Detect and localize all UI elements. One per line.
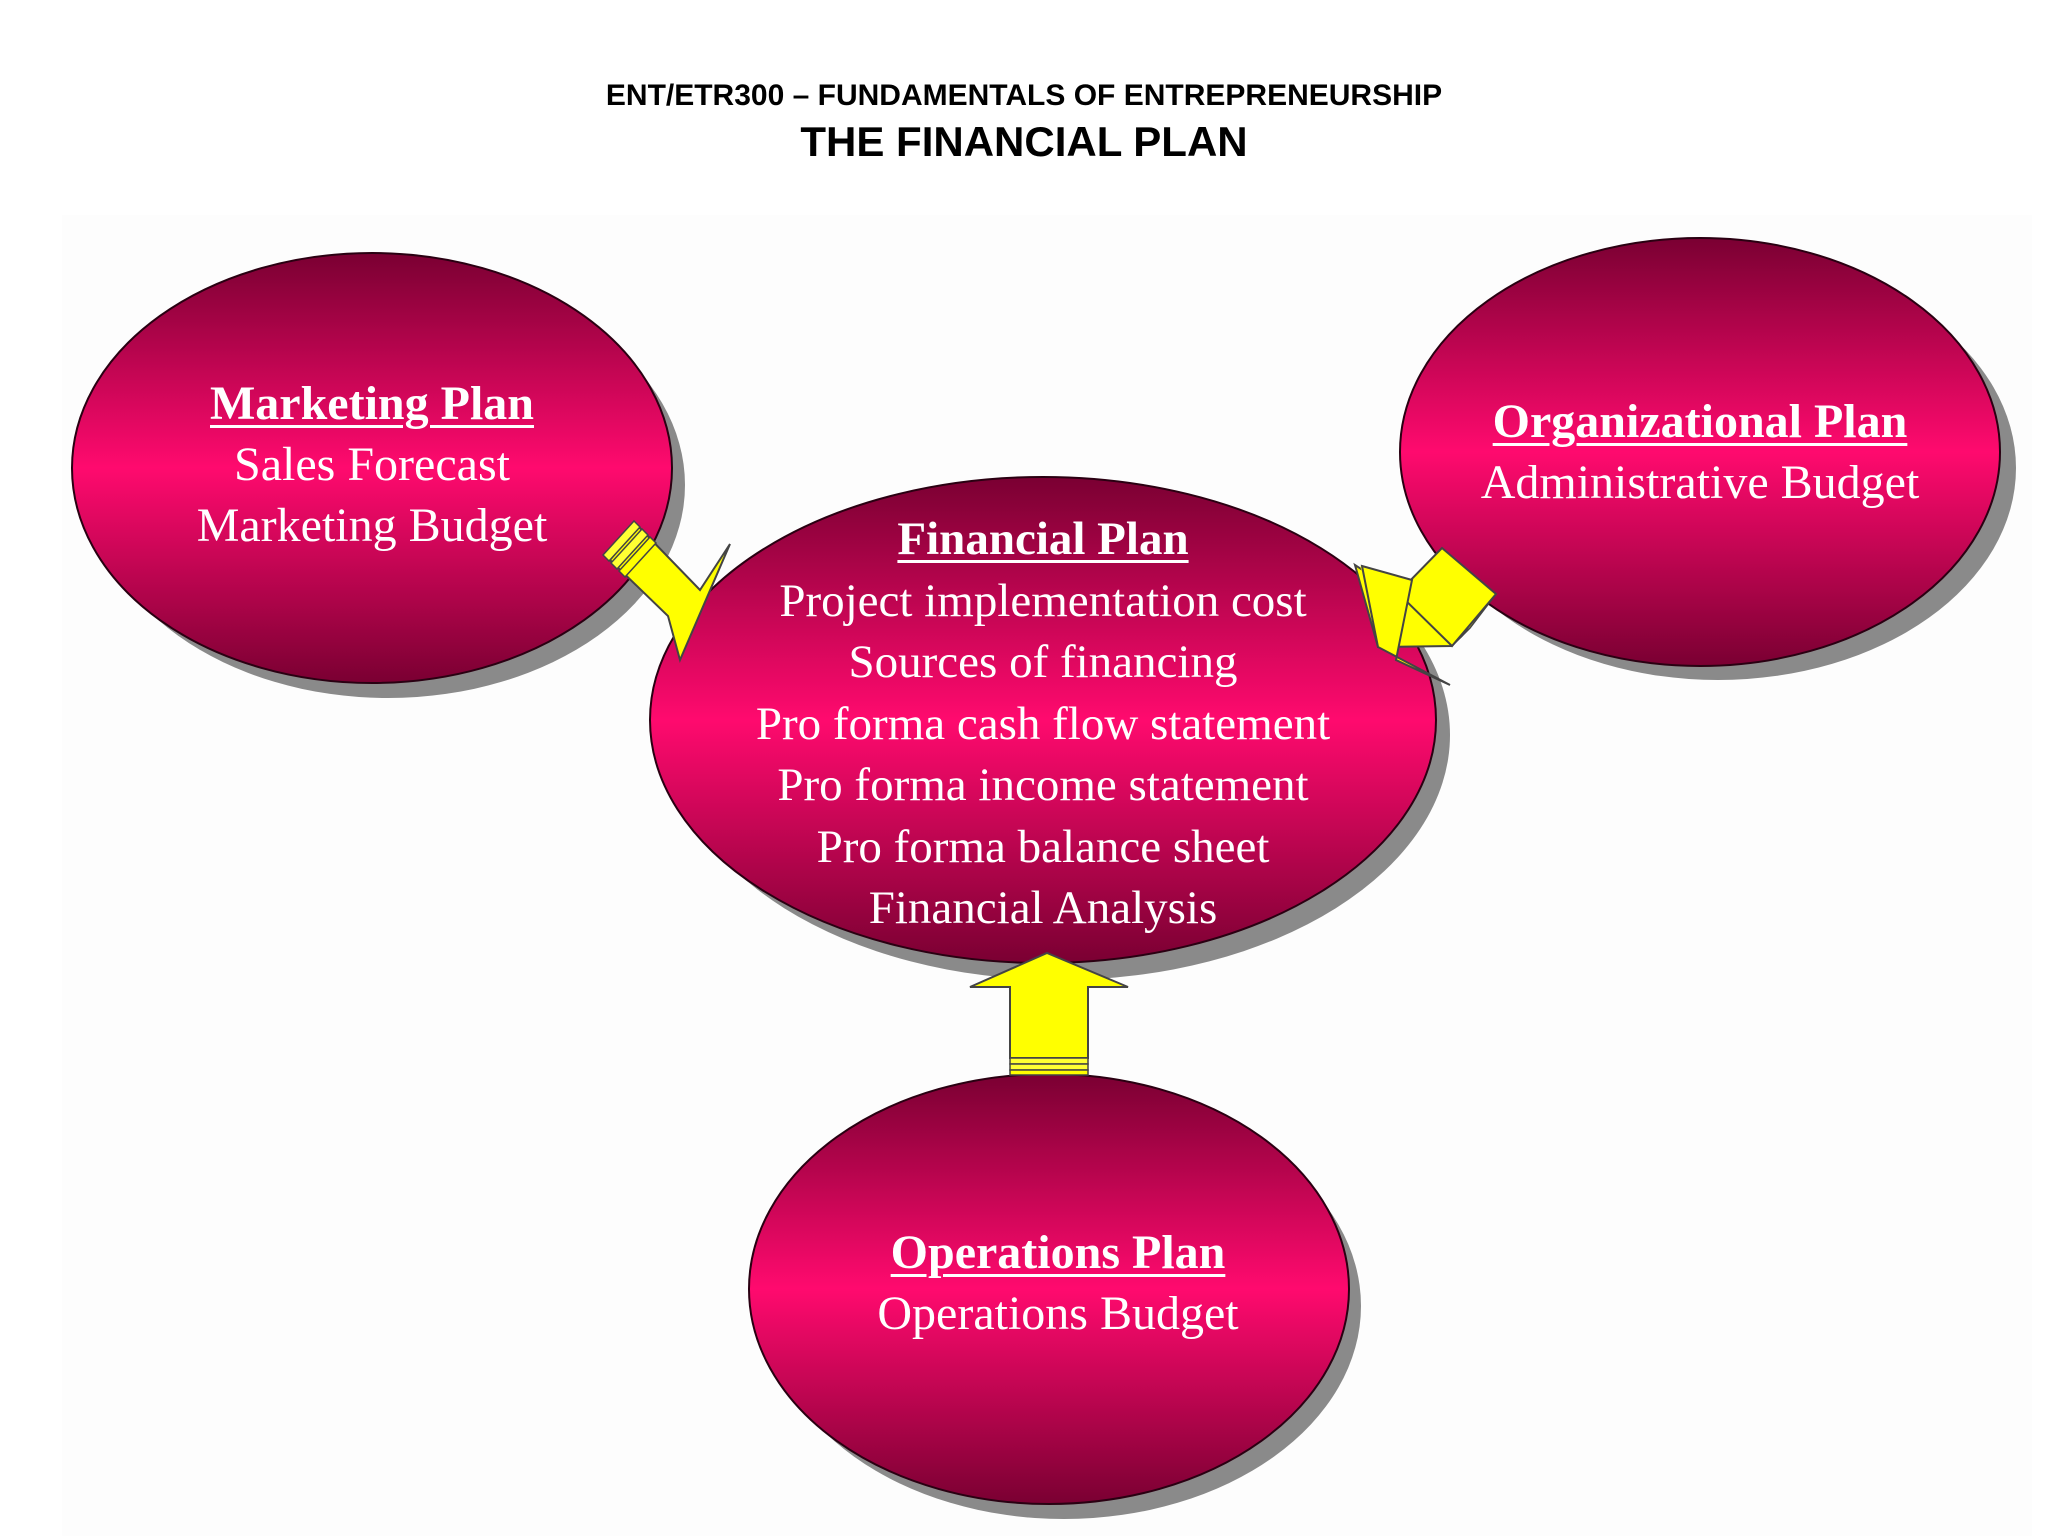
arrow-operations-to-financial [969,951,1129,1076]
operations-plan-heading: Operations Plan [890,1226,1226,1279]
arrow-organizational-to-financial [1353,546,1498,686]
operations-plan-line: Operations Budget [877,1287,1239,1340]
arrow-marketing-to-financial [601,519,731,664]
header: ENT/ETR300 – FUNDAMENTALS OF ENTREPRENEU… [0,78,2048,170]
financial-plan-text: Financial Plan Project implementation co… [650,509,1436,940]
financial-plan-line: Financial Analysis [868,882,1218,934]
marketing-plan-heading: Marketing Plan [210,377,534,430]
operations-plan-text: Operations Plan Operations Budget [755,1222,1361,1344]
financial-plan-heading: Financial Plan [897,513,1189,565]
operations-plan-bubble [748,1073,1361,1519]
marketing-plan-bubble [71,252,685,698]
financial-plan-bubble [649,476,1450,980]
financial-plan-line: Pro forma balance sheet [816,820,1270,873]
financial-plan-line: Pro forma income statement [777,759,1309,811]
financial-plan-line: Sources of financing [848,636,1238,688]
marketing-plan-line: Sales Forecast [234,438,510,491]
organizational-plan-text: Organizational Plan Administrative Budge… [1400,391,2000,513]
marketing-plan-line: Marketing Budget [196,499,548,552]
organizational-plan-heading: Organizational Plan [1492,395,1908,448]
organizational-plan-bubble [1399,237,2016,680]
financial-plan-line: Pro forma cash flow statement [755,697,1331,750]
diagram-title: THE FINANCIAL PLAN [800,118,1248,165]
course-title: ENT/ETR300 – FUNDAMENTALS OF ENTREPRENEU… [605,79,1443,112]
organizational-plan-line: Administrative Budget [1480,456,1920,509]
financial-plan-line: Project implementation cost [779,574,1307,627]
marketing-plan-text: Marketing Plan Sales Forecast Marketing … [66,373,678,556]
